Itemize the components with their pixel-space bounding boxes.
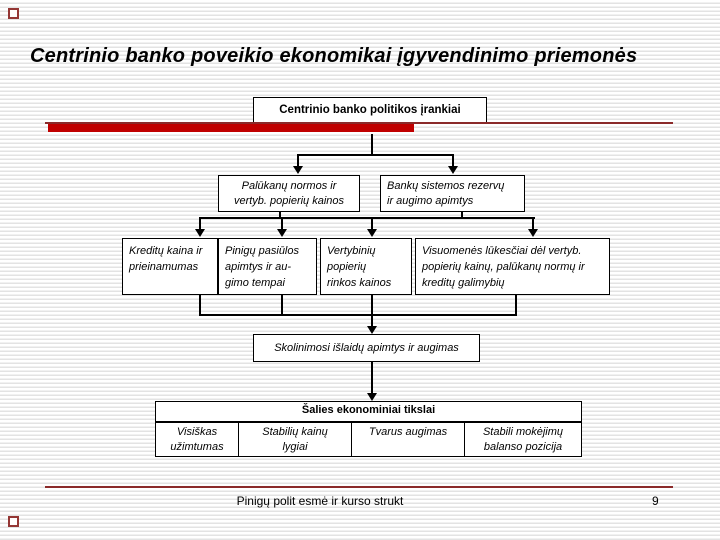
goals-table: Šalies ekonominiai tikslai Visiškas užim…	[155, 401, 582, 457]
connector-level3b-stem	[281, 217, 283, 231]
box-interest-rates-securities-prices: Palūkanų normos ir vertyb. popierių kain…	[218, 175, 360, 212]
connector-level3d-stem	[532, 217, 534, 231]
arrow-down-level3a-icon	[195, 229, 205, 237]
arrow-down-level3d-icon	[528, 229, 538, 237]
goals-table-row: Visiškas užimtumas Stabilių kainų lygiai…	[156, 423, 581, 456]
goal-cell-sustainable-growth: Tvarus augimas	[352, 423, 465, 456]
box-money-supply-growth: Pinigų pasiūlos apimtys ir au- gimo temp…	[218, 238, 317, 295]
corner-square-bottom-left-icon	[8, 516, 19, 527]
title-accent-thin-line	[45, 122, 673, 124]
connector-collector-c	[371, 295, 373, 315]
goal-cell-balance-of-payments: Stabili mokėjimų balanso pozicija	[482, 426, 564, 453]
connector-level2b-down	[461, 212, 463, 219]
goals-table-header: Šalies ekonominiai tikslai	[156, 402, 581, 423]
title-accent-red-bar	[48, 124, 414, 132]
arrow-down-level2b-icon	[448, 166, 458, 174]
arrow-down-level3b-icon	[277, 229, 287, 237]
connector-root-stem	[371, 134, 373, 155]
corner-square-top-left-icon	[8, 8, 19, 19]
arrow-down-level2a-icon	[293, 166, 303, 174]
connector-collector-a	[199, 295, 201, 315]
connector-outcome-stem	[371, 314, 373, 327]
box-bank-system-reserves: Bankų sistemos rezervų ir augimo apimtys	[380, 175, 525, 212]
footer-text: Pinigų polit esmė ir kurso strukt	[236, 494, 404, 508]
connector-level2-branch	[297, 154, 454, 156]
connector-collector-d	[515, 295, 517, 315]
page-number: 9	[652, 494, 659, 508]
footer-accent-line	[45, 486, 673, 488]
connector-level3c-stem	[371, 217, 373, 231]
arrow-down-outcome-icon	[367, 326, 377, 334]
goal-cell-stable-prices: Stabilių kainų lygiai	[239, 423, 352, 456]
connector-level2b-stem	[452, 154, 454, 167]
connector-collector-line	[199, 314, 517, 316]
goal-cell-full-employment: Visiškas užimtumas	[156, 423, 239, 456]
box-central-bank-policy-tools: Centrinio banko politikos įrankiai	[253, 97, 487, 124]
connector-level3a-stem	[199, 217, 201, 231]
arrow-down-goals-icon	[367, 393, 377, 401]
box-securities-market-prices: Vertybinių popierių rinkos kainos	[320, 238, 412, 295]
box-public-expectations: Visuomenės lūkesčiai dėl vertyb. popieri…	[415, 238, 610, 295]
box-borrowing-costs: Skolinimosi išlaidų apimtys ir augimas	[253, 334, 480, 362]
connector-goals-stem	[371, 362, 373, 393]
connector-level2a-down	[279, 212, 281, 219]
arrow-down-level3c-icon	[367, 229, 377, 237]
connector-level3-branch	[199, 217, 535, 219]
connector-level2a-stem	[297, 154, 299, 167]
connector-collector-b	[281, 295, 283, 315]
slide-title: Centrinio banko poveikio ekonomikai įgyv…	[30, 45, 638, 67]
box-credit-price-availability: Kreditų kaina ir prieinamumas	[122, 238, 218, 295]
